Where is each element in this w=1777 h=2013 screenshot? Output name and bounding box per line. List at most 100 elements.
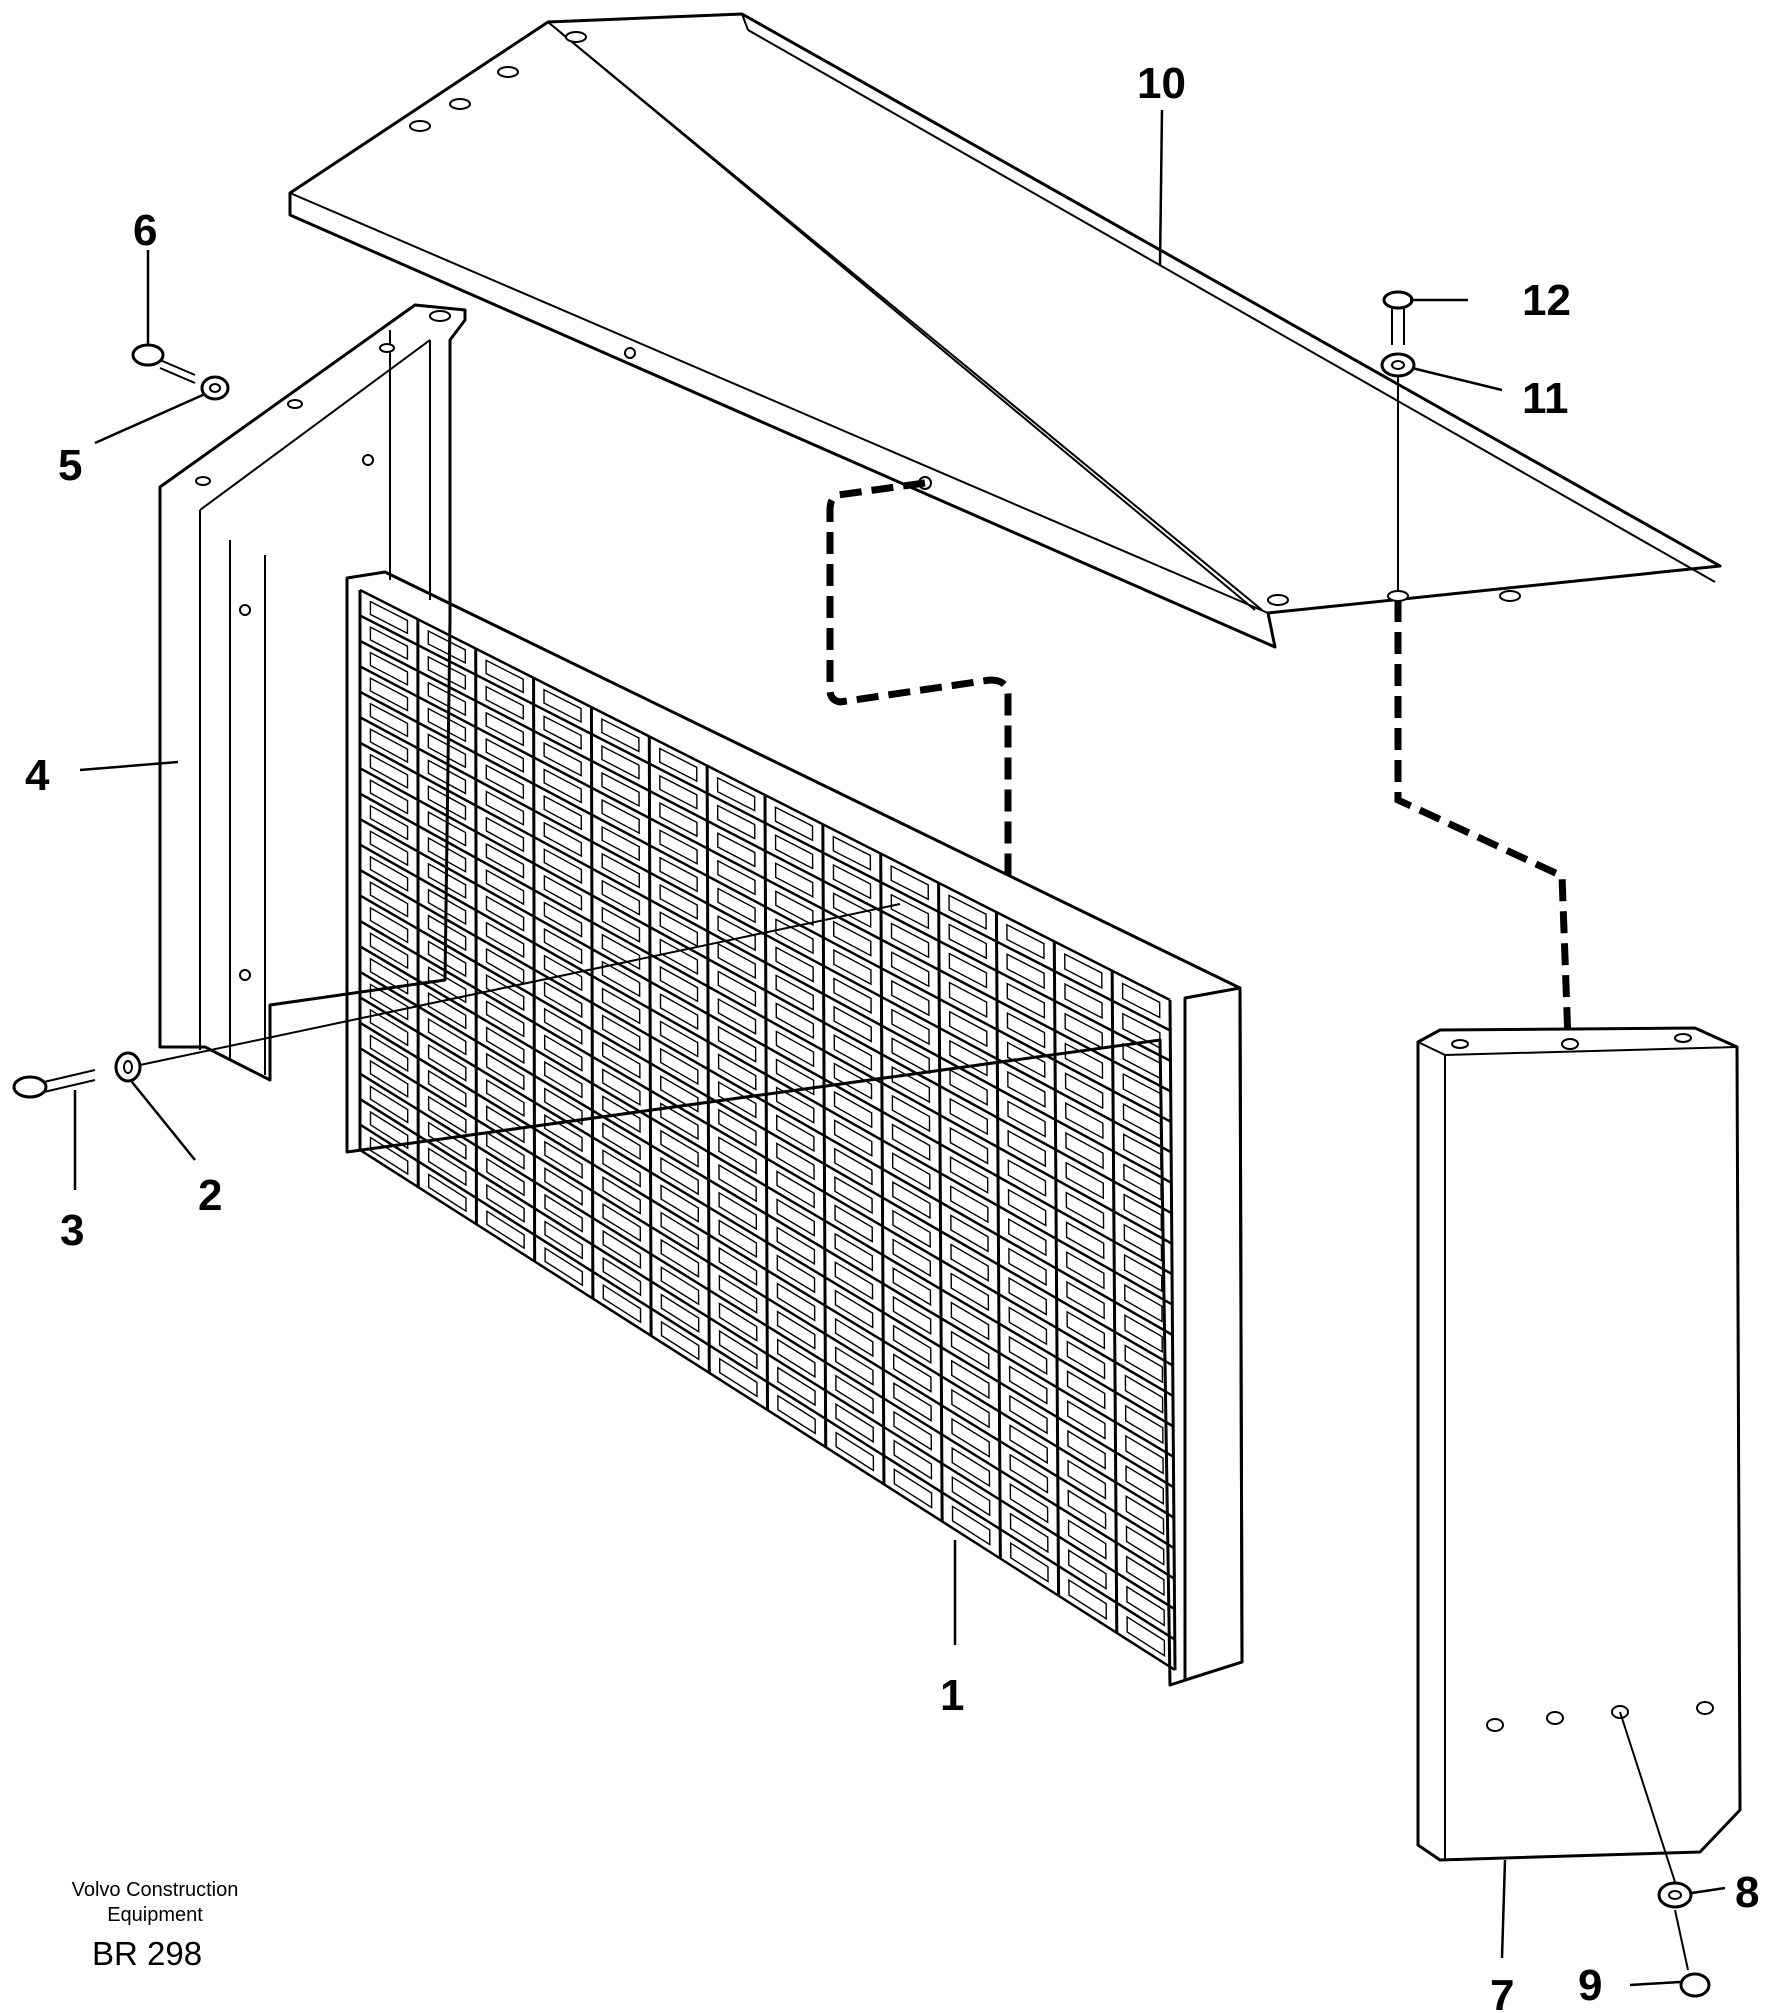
grille-cell: [833, 977, 872, 1014]
grille-cell: [602, 1176, 641, 1215]
grille-cell: [1065, 1131, 1104, 1170]
grille-cell: [1125, 1555, 1165, 1597]
grille-cell: [777, 1394, 816, 1435]
screw-part-12: [1382, 290, 1414, 345]
grille-cell: [485, 842, 525, 879]
grille-cell: [1009, 1394, 1048, 1435]
top-cover-plate: [288, 12, 1722, 649]
grille-cell: [602, 1095, 641, 1134]
grille-cell: [369, 677, 409, 712]
grille-cell: [485, 1052, 525, 1091]
grille-cell: [775, 1030, 815, 1068]
grille-cell: [776, 1310, 816, 1350]
grille-cell: [1008, 1365, 1048, 1405]
grille-cell: [834, 1289, 874, 1329]
grille-cell: [775, 1058, 815, 1096]
grille-cell: [485, 711, 524, 747]
grille-cell: [601, 960, 641, 998]
grille-horizontal-bar: [359, 843, 1173, 1306]
grille-cell: [601, 879, 641, 916]
grille-cell: [717, 1025, 757, 1063]
grille-cell: [832, 920, 872, 957]
publisher-credit: Volvo Construction Equipment: [40, 1878, 270, 1928]
washer-part-5: [200, 375, 230, 401]
grille-cell: [1064, 982, 1103, 1020]
washer-part-8: [1657, 1881, 1693, 1909]
grille-cell: [716, 804, 756, 840]
grille-horizontal-bar: [359, 1021, 1175, 1519]
grille-cell: [660, 1266, 700, 1306]
grille-cell: [369, 702, 409, 738]
grille-cell: [602, 1283, 642, 1324]
side-panel: [1416, 1026, 1742, 1862]
grille-cell: [890, 864, 929, 901]
grille-cell: [1122, 1072, 1162, 1110]
grille-cell: [427, 966, 467, 1004]
grille-cell: [891, 1094, 931, 1133]
grille-cell: [1124, 1374, 1164, 1414]
grille-cell: [659, 856, 698, 893]
grille-cell: [776, 1254, 816, 1294]
grille-horizontal-bar: [359, 690, 1172, 1123]
grille-cell: [718, 1302, 758, 1342]
grille-cell: [1067, 1459, 1107, 1500]
grille-cell: [602, 1256, 642, 1297]
grille-cell: [369, 830, 409, 867]
grille-horizontal-bar: [359, 919, 1174, 1397]
grille-cell: [369, 1008, 409, 1047]
grille-cell: [427, 681, 467, 717]
grille-cell: [835, 1374, 874, 1415]
grille-cell: [717, 832, 756, 868]
grille-cell: [427, 810, 467, 847]
grille-cell: [369, 626, 409, 661]
grille-cell: [718, 1136, 757, 1175]
grille-cell: [660, 1238, 700, 1278]
grille-cell: [660, 1320, 700, 1361]
grille-horizontal-bar: [359, 588, 1171, 1002]
grille-cell: [948, 923, 988, 960]
grille-cell: [834, 1317, 874, 1358]
grille-cell: [601, 744, 640, 780]
callout-5: 5: [58, 441, 82, 490]
grille-cell: [601, 718, 640, 753]
grille-horizontal-bar: [359, 1072, 1175, 1580]
grille-cell: [1064, 1072, 1104, 1110]
grille-cell: [427, 992, 467, 1030]
grille-cell: [718, 1246, 758, 1287]
grille-cell: [834, 1147, 873, 1186]
grille-cell: [833, 1034, 873, 1072]
grille-cell: [1064, 953, 1103, 990]
grille-cell: [775, 946, 814, 983]
grille-cell: [948, 981, 988, 1018]
callout-2: 2: [198, 1171, 222, 1220]
grille-cell: [890, 951, 930, 988]
grille-cell: [1124, 1283, 1163, 1323]
publisher-line-1: Volvo Construction: [71, 1879, 239, 1901]
grille-cell: [486, 1210, 525, 1250]
grille-cell: [427, 888, 467, 926]
grille-cell: [1124, 1404, 1164, 1445]
grille-horizontal-bar: [359, 1047, 1175, 1550]
grille-horizontal-bar: [359, 1098, 1176, 1611]
grille-cell: [718, 1274, 758, 1314]
grille-cell: [833, 1119, 873, 1158]
grille-cell: [543, 741, 582, 777]
grille-cell: [659, 829, 698, 865]
grille-cell: [776, 1338, 816, 1379]
grille-cell: [369, 1059, 409, 1099]
grille-cell: [543, 954, 583, 992]
grille-cells: [358, 588, 1177, 1672]
grille-cell: [427, 629, 467, 665]
grille-cell: [1007, 1159, 1047, 1198]
grille-cell: [369, 728, 409, 764]
grille-horizontal-bar: [359, 996, 1175, 1489]
grille-cell: [544, 1140, 583, 1180]
grille-cell: [369, 1085, 409, 1124]
grille-cell: [951, 1417, 991, 1458]
grille-cell: [485, 659, 524, 694]
grille-cell: [950, 1330, 990, 1370]
grille-cell: [369, 855, 409, 893]
grille-horizontal-bar: [359, 868, 1174, 1337]
grille-cell: [660, 1102, 699, 1141]
grille-cell: [1123, 1193, 1163, 1232]
